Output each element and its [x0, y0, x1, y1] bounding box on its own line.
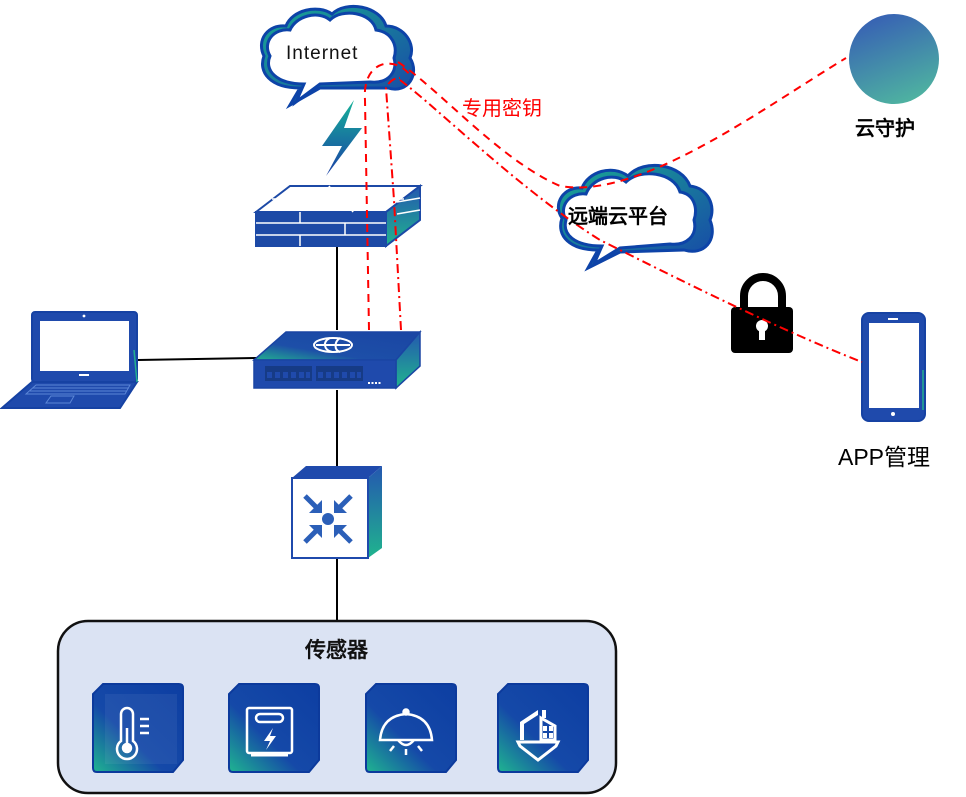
router[interactable]	[252, 329, 422, 390]
sensor-group	[56, 619, 618, 795]
laptop[interactable]	[0, 311, 139, 409]
remote-platform-cloud[interactable]	[556, 163, 714, 272]
sensor-power-meter[interactable]	[228, 683, 320, 773]
ceiling-lamp-icon	[378, 708, 434, 755]
secure-link-cloud-guard	[397, 57, 847, 189]
smartphone[interactable]	[861, 312, 926, 422]
dedicated-key-label: 专用密钥	[462, 96, 542, 120]
wired-links	[137, 246, 338, 620]
ethernet-ports-a	[265, 366, 312, 381]
internet-label: Internet	[286, 43, 359, 64]
firewall[interactable]	[253, 183, 423, 249]
secure-link-app	[399, 79, 863, 363]
internet-cloud[interactable]	[260, 4, 416, 110]
remote-platform-label: 远端云平台	[568, 204, 668, 228]
secure-link-internet-router-dashed	[363, 62, 411, 331]
gateway[interactable]	[291, 466, 382, 559]
secure-links	[363, 57, 863, 363]
sensor-temperature[interactable]	[92, 683, 184, 773]
padlock-icon	[731, 273, 793, 353]
sensor-panel	[56, 619, 618, 795]
lightning-icon	[322, 100, 362, 176]
sensor-lighting[interactable]	[365, 683, 457, 773]
sensor-home-security[interactable]	[497, 683, 589, 773]
cloud-guard-circle-icon[interactable]	[849, 14, 939, 104]
ethernet-ports-b	[316, 366, 363, 381]
globe-logo-icon	[313, 337, 353, 353]
cloud-guard-label: 云守护	[855, 116, 915, 140]
link-laptop-router	[137, 357, 258, 361]
electric-meter-icon	[245, 706, 294, 757]
converge-arrows-icon	[303, 494, 353, 544]
secure-link-internet-router-dashdot	[384, 77, 402, 331]
app-management-label: APP管理	[838, 444, 931, 470]
shield-house-icon	[515, 710, 561, 762]
firewall-icon	[256, 185, 421, 246]
thermometer-icon	[115, 706, 149, 761]
sensor-group-title: 传感器	[305, 638, 368, 662]
